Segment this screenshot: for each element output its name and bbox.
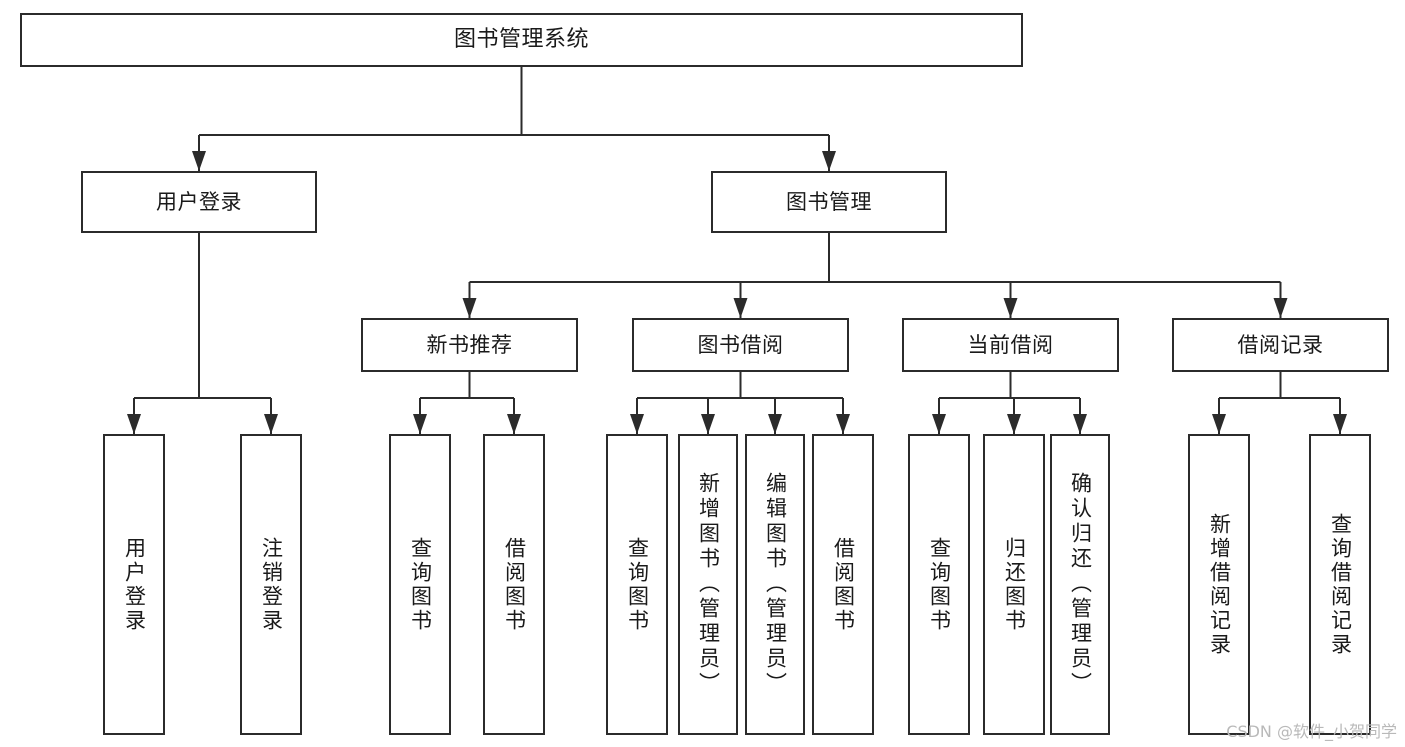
node-borrow-record[interactable]: 借阅记录 (1172, 318, 1389, 372)
node-label: 借阅图书 (502, 536, 527, 633)
node-leaf-edit-book-admin[interactable]: 编辑图书（管理员） (745, 434, 805, 735)
arrowhead-icon (413, 414, 427, 434)
node-book-manage[interactable]: 图书管理 (711, 171, 947, 233)
arrowhead-icon (462, 298, 477, 318)
arrowhead-icon (1073, 414, 1087, 434)
node-leaf-query-book-1[interactable]: 查询图书 (389, 434, 451, 735)
arrowhead-icon (932, 414, 946, 434)
arrowhead-icon (264, 414, 278, 434)
node-label: 用户登录 (122, 536, 147, 633)
arrowhead-icon (507, 414, 521, 434)
node-label: 当前借阅 (967, 332, 1054, 357)
node-leaf-query-borrow-record[interactable]: 查询借阅记录 (1309, 434, 1371, 735)
arrowhead-icon (630, 414, 644, 434)
node-leaf-query-book-2[interactable]: 查询图书 (606, 434, 668, 735)
node-label: 查询图书 (927, 536, 952, 633)
arrowhead-icon (1003, 298, 1018, 318)
node-label: 借阅记录 (1237, 332, 1324, 357)
arrowhead-icon (192, 151, 206, 171)
node-leaf-logout-login[interactable]: 注销登录 (240, 434, 302, 735)
node-label: 用户登录 (156, 189, 242, 214)
node-label: 借阅图书 (831, 536, 856, 633)
arrowhead-icon (127, 414, 141, 434)
arrowhead-icon (822, 151, 836, 171)
node-current-borrow[interactable]: 当前借阅 (902, 318, 1119, 372)
arrowhead-icon (836, 414, 850, 434)
arrowhead-icon (1007, 414, 1021, 434)
arrowhead-icon (1273, 298, 1288, 318)
node-root[interactable]: 图书管理系统 (20, 13, 1023, 67)
node-new-book-recommend[interactable]: 新书推荐 (361, 318, 578, 372)
node-label: 新增图书（管理员） (696, 472, 721, 697)
node-label: 查询图书 (625, 536, 650, 633)
node-leaf-add-book-admin[interactable]: 新增图书（管理员） (678, 434, 738, 735)
node-label: 图书管理 (786, 189, 872, 214)
node-leaf-confirm-return-admin[interactable]: 确认归还（管理员） (1050, 434, 1110, 735)
arrowhead-icon (1333, 414, 1347, 434)
node-leaf-add-borrow-record[interactable]: 新增借阅记录 (1188, 434, 1250, 735)
arrowhead-icon (733, 298, 748, 318)
arrowhead-icon (768, 414, 782, 434)
node-label: 图书管理系统 (453, 27, 589, 53)
arrowhead-icon (1212, 414, 1226, 434)
node-label: 查询借阅记录 (1328, 512, 1353, 657)
watermark-text: CSDN @软件_小贺同学 (1226, 722, 1397, 741)
node-leaf-return-book[interactable]: 归还图书 (983, 434, 1045, 735)
arrowhead-icon (701, 414, 715, 434)
node-book-borrow[interactable]: 图书借阅 (632, 318, 849, 372)
node-label: 图书借阅 (697, 332, 784, 357)
node-label: 编辑图书（管理员） (763, 472, 788, 697)
node-label: 新增借阅记录 (1207, 512, 1232, 657)
node-user-login[interactable]: 用户登录 (81, 171, 317, 233)
node-label: 新书推荐 (426, 332, 513, 357)
node-label: 归还图书 (1002, 536, 1027, 633)
node-leaf-borrow-book-1[interactable]: 借阅图书 (483, 434, 545, 735)
node-leaf-borrow-book-2[interactable]: 借阅图书 (812, 434, 874, 735)
node-leaf-query-book-3[interactable]: 查询图书 (908, 434, 970, 735)
node-label: 查询图书 (408, 536, 433, 633)
node-label: 确认归还（管理员） (1068, 472, 1093, 697)
node-label: 注销登录 (259, 536, 284, 633)
node-leaf-user-login[interactable]: 用户登录 (103, 434, 165, 735)
